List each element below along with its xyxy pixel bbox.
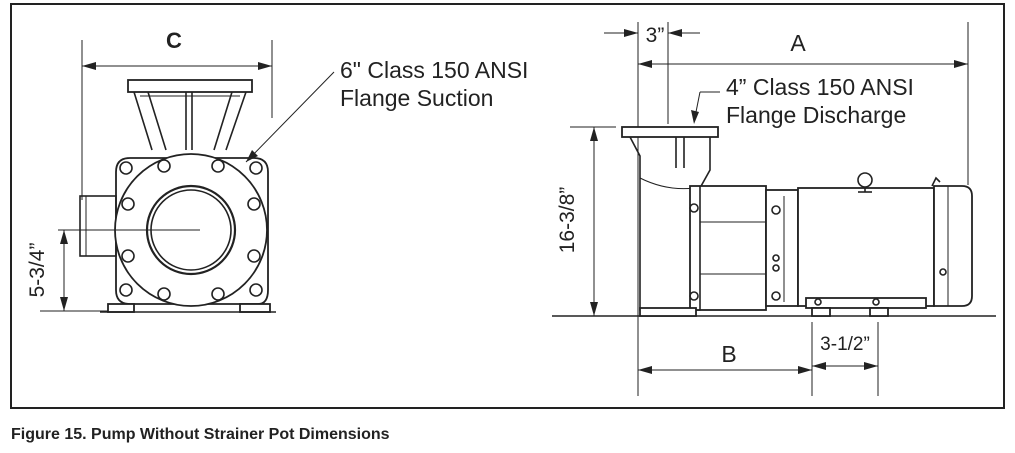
dimension-motor-foot: 3-1/2” [812, 334, 878, 370]
discharge-callout: 4” Class 150 ANSI Flange Discharge [691, 74, 914, 128]
dimension-offset: 3” [604, 24, 700, 47]
dimension-side-height: 16-3/8” [556, 126, 616, 316]
callout-suction-line2: Flange Suction [340, 85, 493, 111]
callout-discharge-line2: Flange Discharge [726, 102, 906, 128]
figure-caption: Figure 15. Pump Without Strainer Pot Dim… [11, 426, 390, 443]
suction-flange [127, 79, 253, 151]
figure-frame [10, 3, 1005, 409]
side-seal-plate [689, 185, 799, 311]
callout-discharge-line1: 4” Class 150 ANSI [726, 74, 914, 100]
dim-offset-label: 3” [646, 24, 665, 47]
callout-suction-line1: 6" Class 150 ANSI [340, 57, 528, 83]
side-base [639, 297, 927, 317]
dim-c-label: C [166, 28, 182, 53]
dim-b-label: B [721, 341, 736, 367]
dimension-c: C [81, 28, 273, 200]
dim-front-height-label: 5-3/4” [26, 243, 49, 298]
side-view: 3” A 16-3/8” [552, 22, 996, 396]
pump-dimension-drawing: C [26, 22, 996, 396]
dimension-front-height: 5-3/4” [26, 230, 108, 312]
dim-a-label: A [790, 30, 806, 56]
front-flange-bolt-circle [58, 153, 268, 307]
side-motor [797, 172, 973, 307]
dimension-b: B [638, 341, 812, 374]
suction-callout: 6" Class 150 ANSI Flange Suction [245, 57, 528, 163]
front-view: C [26, 28, 528, 313]
dim-side-height-label: 16-3/8” [556, 187, 579, 254]
dimension-a: A [638, 30, 968, 68]
dim-motor-foot-label: 3-1/2” [820, 334, 870, 355]
